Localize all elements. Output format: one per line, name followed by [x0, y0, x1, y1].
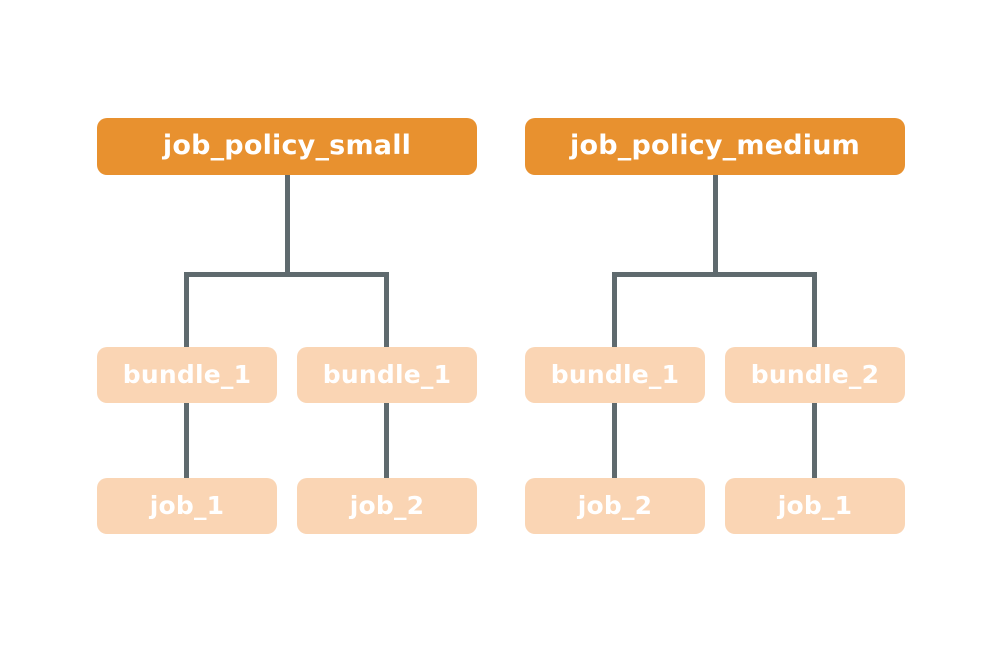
- connector-root-to-bundle-2-medium: [812, 272, 817, 350]
- connector-bundle-1-to-job-1-small: [184, 401, 189, 481]
- node-label: bundle_1: [122, 359, 252, 389]
- node-label: job_policy_medium: [570, 130, 860, 161]
- node-label: bundle_2: [750, 359, 880, 389]
- node-bundle-2-medium[interactable]: bundle_2: [725, 347, 905, 403]
- node-bundle-1-small[interactable]: bundle_1: [97, 347, 277, 403]
- node-label: job_2: [577, 490, 653, 520]
- node-label: bundle_1: [322, 359, 452, 389]
- connector-bundle-2-to-job-2-medium: [812, 401, 817, 481]
- node-job-1-medium[interactable]: job_2: [525, 478, 705, 534]
- node-label: job_1: [149, 490, 225, 520]
- connector-root-bar-small: [184, 272, 389, 277]
- node-bundle-2-small[interactable]: bundle_1: [297, 347, 477, 403]
- node-job-1-small[interactable]: job_1: [97, 478, 277, 534]
- node-job-2-small[interactable]: job_2: [297, 478, 477, 534]
- connector-bundle-2-to-job-2-small: [384, 401, 389, 481]
- connector-bundle-1-to-job-1-medium: [612, 401, 617, 481]
- node-job-policy-medium[interactable]: job_policy_medium: [525, 118, 905, 175]
- node-job-policy-small[interactable]: job_policy_small: [97, 118, 477, 175]
- node-label: job_policy_small: [162, 130, 412, 161]
- connector-root-stem-medium: [712, 173, 718, 276]
- node-bundle-1-medium[interactable]: bundle_1: [525, 347, 705, 403]
- node-label: job_1: [777, 490, 853, 520]
- node-label: bundle_1: [550, 359, 680, 389]
- connector-root-bar-medium: [612, 272, 817, 277]
- connector-root-to-bundle-1-medium: [612, 272, 617, 350]
- connector-root-to-bundle-2-small: [384, 272, 389, 350]
- node-job-2-medium[interactable]: job_1: [725, 478, 905, 534]
- node-label: job_2: [349, 490, 425, 520]
- connector-root-to-bundle-1-small: [184, 272, 189, 350]
- connector-root-stem-small: [284, 173, 290, 276]
